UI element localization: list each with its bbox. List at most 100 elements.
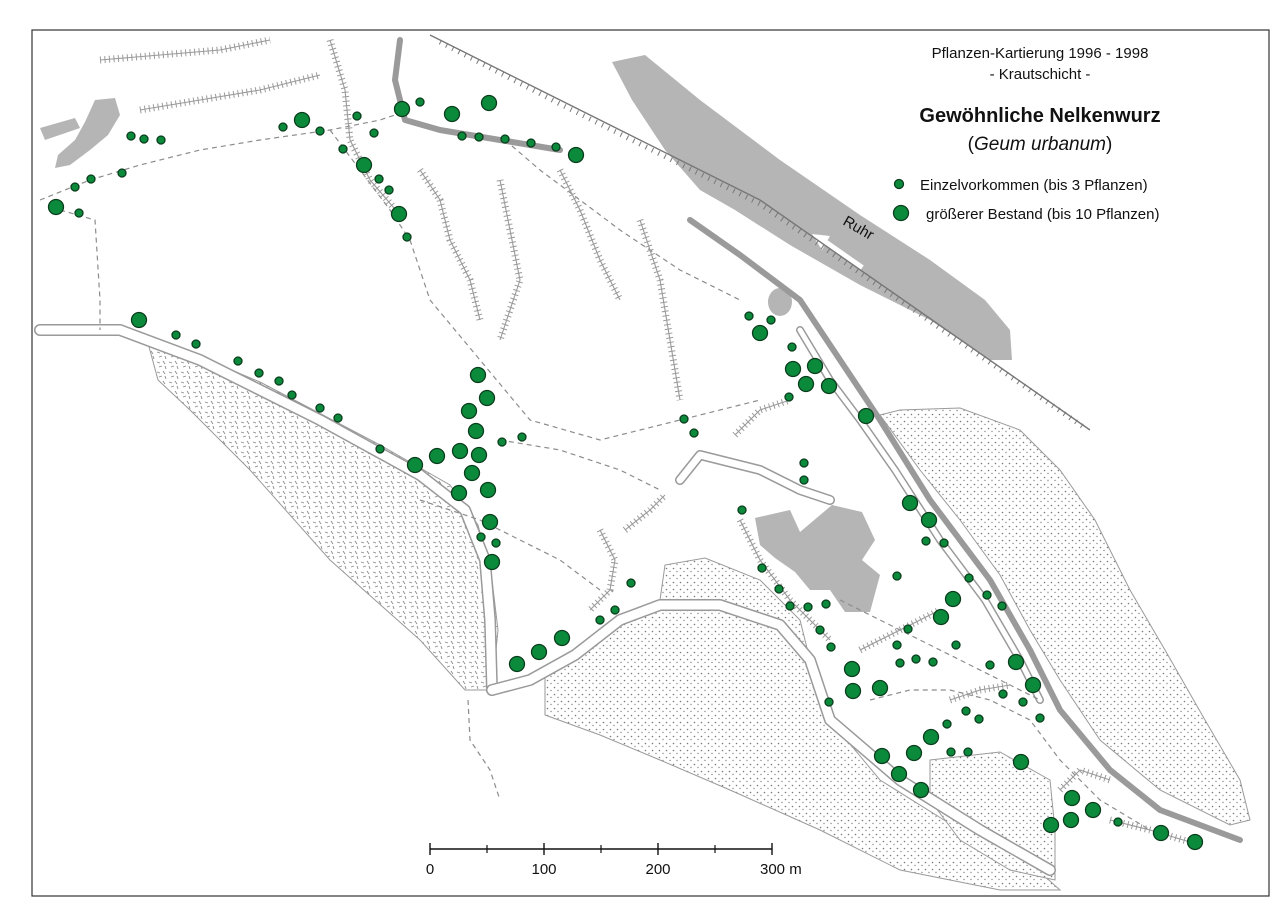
footpath-center-3 (499, 439, 661, 491)
river-ruhr (612, 55, 1012, 360)
small-occurrence-marker-34 (679, 414, 689, 424)
large-occurrence-marker-44 (1024, 676, 1042, 694)
small-occurrence-marker-65 (997, 601, 1007, 611)
large-occurrence-marker-45 (1012, 753, 1030, 771)
small-occurrence-marker-1 (86, 174, 96, 184)
small-occurrence-marker-47 (774, 584, 784, 594)
large-occurrence-marker-11 (460, 402, 478, 420)
large-occurrence-marker-16 (470, 446, 488, 464)
small-occurrence-marker-36 (626, 578, 636, 588)
small-occurrence-marker-68 (961, 706, 971, 716)
scale-bar: 0 100 200 300 m (426, 843, 802, 878)
small-occurrence-marker-45 (737, 505, 747, 515)
large-occurrence-marker-18 (450, 484, 468, 502)
large-occurrence-markers (47, 94, 1204, 851)
large-occurrence-marker-30 (857, 407, 875, 425)
large-occurrence-marker-32 (920, 511, 938, 529)
map-title-line1: Pflanzen-Kartierung 1996 - 1998 (932, 45, 1149, 62)
stipple-area-east (879, 407, 1251, 826)
large-occurrence-marker-50 (1152, 824, 1170, 842)
small-occurrence-marker-18 (500, 134, 510, 144)
road-plant-access-inner (676, 451, 834, 504)
large-occurrence-marker-40 (922, 728, 940, 746)
building-complex (755, 505, 880, 612)
large-occurrence-marker-51 (1186, 833, 1204, 851)
large-occurrence-marker-48 (1042, 816, 1060, 834)
small-occurrence-marker-60 (911, 654, 921, 664)
large-occurrence-marker-27 (806, 357, 824, 375)
small-occurrence-marker-26 (287, 390, 297, 400)
small-occurrence-marker-3 (74, 208, 84, 218)
small-occurrence-marker-20 (551, 142, 561, 152)
small-occurrence-marker-35 (689, 428, 699, 438)
scale-label-0: 0 (426, 861, 434, 878)
large-occurrence-marker-0 (47, 198, 65, 216)
scale-label-300: 300 m (760, 861, 802, 878)
small-occurrence-marker-54 (892, 571, 902, 581)
legend-large-label: größerer Bestand (bis 10 Pflanzen) (926, 206, 1159, 223)
small-occurrence-marker-0 (70, 182, 80, 192)
small-occurrence-marker-43 (799, 458, 809, 468)
large-occurrence-marker-3 (443, 105, 461, 123)
small-occurrence-marker-31 (517, 432, 527, 442)
legend-small-marker (893, 178, 905, 190)
small-occurrence-marker-48 (785, 601, 795, 611)
scale-label-200: 200 (645, 861, 670, 878)
small-occurrence-marker-5 (139, 134, 149, 144)
large-occurrence-marker-13 (428, 447, 446, 465)
species-latin: Geum urbanum (974, 134, 1106, 155)
railway-line-south (687, 217, 1243, 843)
small-occurrence-marker-62 (951, 640, 961, 650)
large-occurrence-marker-36 (844, 682, 862, 700)
footpath-center-1 (409, 239, 761, 441)
small-occurrence-marker-24 (254, 368, 264, 378)
large-occurrence-marker-8 (130, 311, 148, 329)
small-occurrence-marker-51 (815, 625, 825, 635)
small-occurrence-marker-33 (491, 538, 501, 548)
small-occurrence-marker-6 (156, 135, 166, 145)
small-occurrence-marker-72 (942, 719, 952, 729)
small-occurrence-markers (70, 97, 1123, 827)
road-west-inner (35, 325, 497, 695)
small-occurrence-marker-71 (1035, 713, 1045, 723)
small-occurrence-marker-38 (595, 615, 605, 625)
small-occurrence-marker-17 (474, 132, 484, 142)
river-flow-arrow (820, 237, 864, 271)
small-occurrence-marker-52 (826, 642, 836, 652)
large-occurrence-marker-29 (820, 377, 838, 395)
legend-large-marker (892, 204, 910, 222)
small-occurrence-marker-27 (315, 403, 325, 413)
pond-northwest-inlet (40, 118, 80, 140)
small-occurrence-marker-7 (278, 122, 288, 132)
small-occurrence-marker-75 (1113, 817, 1123, 827)
footpath-east-1 (839, 599, 1041, 701)
large-occurrence-marker-39 (905, 744, 923, 762)
pond-east (768, 288, 792, 316)
map-title-line2: - Krautschicht - (990, 66, 1091, 83)
small-occurrence-marker-61 (928, 657, 938, 667)
small-occurrence-marker-58 (892, 640, 902, 650)
large-occurrence-marker-26 (784, 360, 802, 378)
large-occurrence-marker-28 (797, 375, 815, 393)
footpath-north-2 (59, 209, 101, 330)
large-occurrence-marker-43 (1007, 653, 1025, 671)
forest-hatch-area-west (147, 339, 499, 691)
small-occurrence-marker-37 (610, 605, 620, 615)
small-occurrence-marker-46 (757, 563, 767, 573)
large-occurrence-marker-7 (567, 146, 585, 164)
small-occurrence-marker-25 (274, 376, 284, 386)
small-occurrence-marker-63 (964, 573, 974, 583)
large-occurrence-marker-9 (469, 366, 487, 384)
small-occurrence-marker-30 (497, 437, 507, 447)
large-occurrence-marker-37 (871, 679, 889, 697)
species-latin-close: ) (1106, 134, 1112, 155)
small-occurrence-marker-50 (821, 599, 831, 609)
small-occurrence-marker-39 (744, 311, 754, 321)
large-occurrence-marker-24 (508, 655, 526, 673)
small-occurrence-marker-55 (903, 624, 913, 634)
large-occurrence-marker-47 (1084, 801, 1102, 819)
large-occurrence-marker-42 (912, 781, 930, 799)
large-occurrence-marker-15 (451, 442, 469, 460)
large-occurrence-marker-34 (932, 608, 950, 626)
